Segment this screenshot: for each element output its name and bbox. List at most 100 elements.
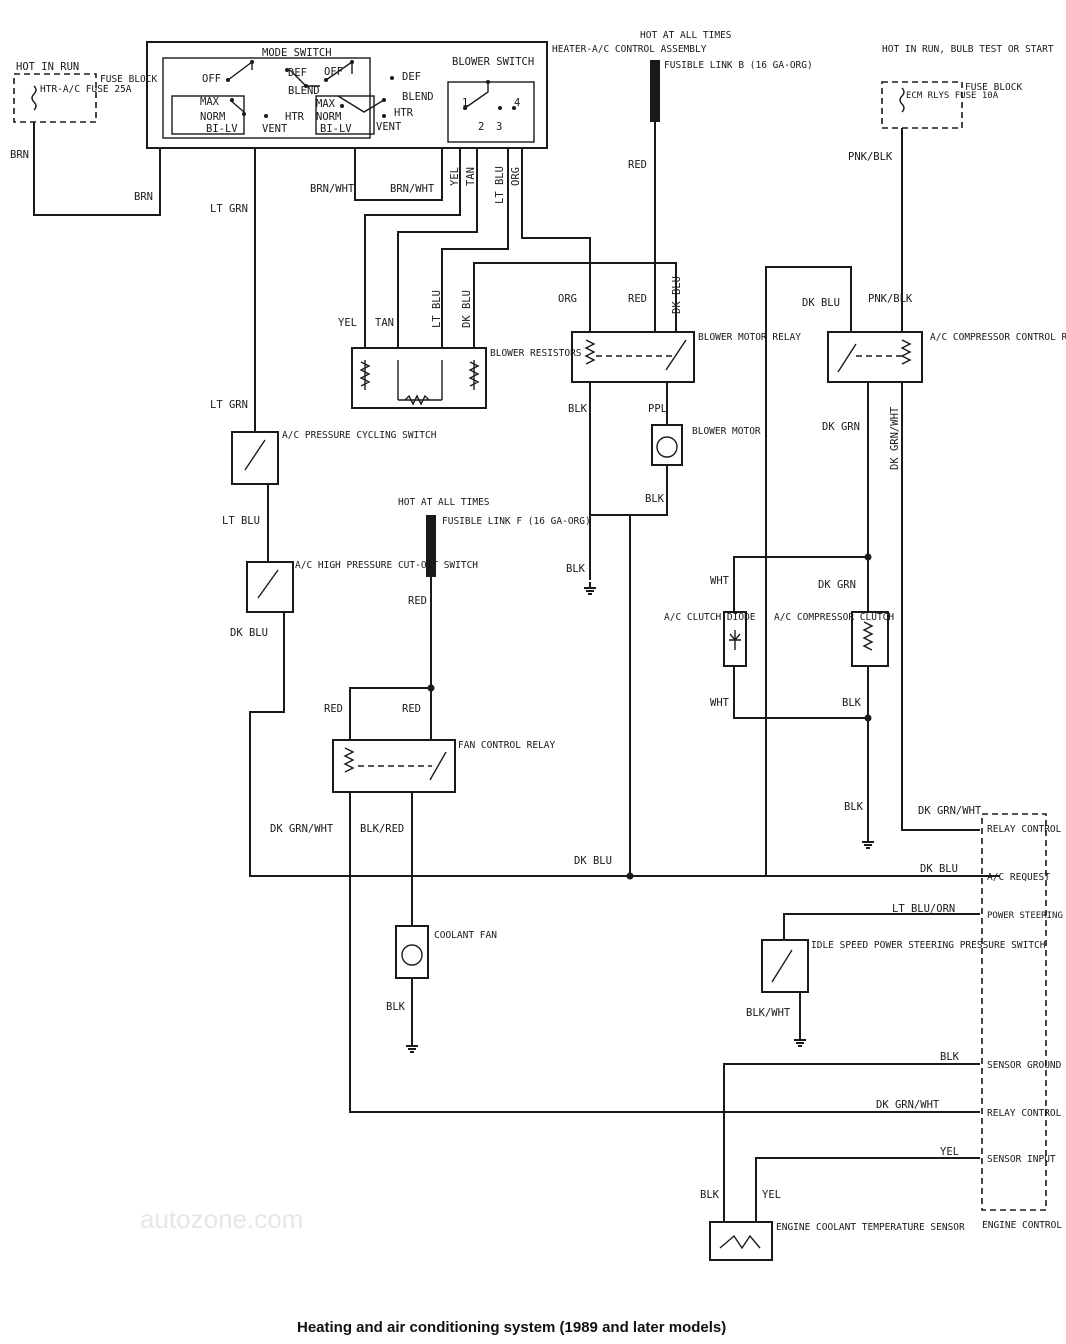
blower-motor-label: BLOWER MOTOR bbox=[692, 426, 761, 437]
pos-1: 1 bbox=[462, 97, 468, 109]
wire-org-v: ORG bbox=[510, 167, 522, 186]
mode-switch-label: MODE SWITCH bbox=[262, 47, 332, 59]
wire-blk-1: BLK bbox=[568, 403, 588, 415]
wire-red-1: RED bbox=[628, 159, 647, 171]
wire-ltgrn-2: LT GRN bbox=[210, 399, 248, 411]
coolant-fan-label: COOLANT FAN bbox=[434, 930, 497, 941]
hot-at-all-times-b: HOT AT ALL TIMES bbox=[640, 30, 732, 41]
ecm-pin-relay-control-2: RELAY CONTROL bbox=[987, 1108, 1062, 1119]
wire-blk-6: BLK bbox=[386, 1001, 406, 1013]
fuse-block-label-2: FUSE BLOCK bbox=[965, 82, 1022, 93]
ac-comp-clutch-label: A/C COMPRESSOR CLUTCH bbox=[774, 612, 894, 623]
wire-red-4: RED bbox=[324, 703, 343, 715]
pos-vent-2: VENT bbox=[376, 121, 402, 133]
pos-2: 2 bbox=[478, 121, 484, 133]
ecm-pin-sensor-input: SENSOR INPUT bbox=[987, 1154, 1056, 1165]
wire-red-5: RED bbox=[402, 703, 421, 715]
wire-blk-7: BLK bbox=[940, 1051, 960, 1063]
ecm-pin-power-steering: POWER STEERING INPUT bbox=[987, 911, 1066, 921]
pos-off-1: OFF bbox=[202, 73, 221, 85]
wire-ltblu-v2: LT BLU bbox=[431, 290, 443, 328]
wiring bbox=[33, 60, 1047, 1261]
wire-org-2: ORG bbox=[558, 293, 577, 305]
ecm-rlys-fuse-label: ECM RLYS FUSE 10A bbox=[906, 91, 999, 101]
pos-4: 4 bbox=[514, 97, 520, 109]
wire-tan-2: TAN bbox=[375, 317, 394, 329]
wire-yel-2: YEL bbox=[338, 317, 357, 329]
wire-blkred: BLK/RED bbox=[360, 823, 404, 835]
wire-dkblu-v1: DK BLU bbox=[461, 290, 473, 328]
wire-wht-2: WHT bbox=[710, 697, 730, 709]
ac-clutch-diode-label: A/C CLUTCH DIODE bbox=[664, 612, 756, 623]
ecm-pins: RELAY CONTROL A/C REQUEST POWER STEERING… bbox=[987, 824, 1066, 1165]
blower-resistors-label: BLOWER RESISTORS bbox=[490, 348, 582, 359]
wire-red-2: RED bbox=[628, 293, 647, 305]
fuse-block-left: HOT IN RUN FUSE BLOCK HTR-A/C FUSE 25A bbox=[13, 61, 157, 123]
wire-dkblu-v2: DK BLU bbox=[671, 276, 683, 314]
fusible-link-f-label: FUSIBLE LINK F (16 GA-ORG) bbox=[442, 516, 591, 527]
wire-ltbluorn: LT BLU/ORN bbox=[892, 903, 955, 915]
hot-in-run-label: HOT IN RUN bbox=[16, 61, 79, 73]
wire-blkwht: BLK/WHT bbox=[746, 1007, 791, 1019]
pos-htr-2: HTR bbox=[394, 107, 414, 119]
wire-ltblu-3: LT BLU bbox=[222, 515, 260, 527]
pos-3: 3 bbox=[496, 121, 502, 133]
wire-dkblu-5: DK BLU bbox=[574, 855, 612, 867]
wire-tan-v: TAN bbox=[465, 167, 477, 186]
pos-htr-1: HTR bbox=[285, 111, 305, 123]
figure-caption: Heating and air conditioning system (198… bbox=[297, 1319, 726, 1336]
wire-blk-5: BLK bbox=[844, 801, 864, 813]
wire-brnwht-1: BRN/WHT bbox=[310, 183, 355, 195]
pos-norm-2: NORM bbox=[316, 111, 341, 123]
pos-blend-1: BLEND bbox=[288, 85, 320, 97]
wire-brnwht-2: BRN/WHT bbox=[390, 183, 435, 195]
pos-max-1: MAX bbox=[200, 96, 220, 108]
wire-dkgrn-2: DK GRN bbox=[818, 579, 856, 591]
wire-dkgrnwht-3: DK GRN/WHT bbox=[876, 1099, 940, 1111]
ecm-pin-relay-control-1: RELAY CONTROL bbox=[987, 824, 1062, 835]
wire-labels: BRN BRN LT GRN LT GRN BRN/WHT BRN/WHT YE… bbox=[10, 149, 982, 1201]
wire-wht-1: WHT bbox=[710, 575, 730, 587]
blower-switch-label: BLOWER SWITCH bbox=[452, 56, 534, 68]
wire-yel-3: YEL bbox=[940, 1146, 959, 1158]
wire-brn-2: BRN bbox=[134, 191, 153, 203]
ac-pressure-cycling-label: A/C PRESSURE CYCLING SWITCH bbox=[282, 430, 437, 441]
pos-bilv-2: BI-LV bbox=[320, 123, 352, 135]
pos-bilv-1: BI-LV bbox=[206, 123, 238, 135]
ac-comp-relay-label: A/C COMPRESSOR CONTROL RELAY bbox=[930, 332, 1066, 343]
pos-def-2: DEF bbox=[402, 71, 421, 83]
idle-speed-label: IDLE SPEED POWER STEERING PRESSURE SWITC… bbox=[811, 940, 1046, 951]
ecm-label: ENGINE CONTROL MODULE bbox=[982, 1220, 1066, 1231]
fusible-link-b-label: FUSIBLE LINK B (16 GA-ORG) bbox=[664, 60, 813, 71]
pos-def-1: DEF bbox=[288, 67, 307, 79]
hot-run-bulb-start-label: HOT IN RUN, BULB TEST OR START bbox=[882, 44, 1054, 55]
fuse-block-label-1: FUSE BLOCK bbox=[100, 74, 157, 85]
ecm-pin-sensor-ground: SENSOR GROUND bbox=[987, 1060, 1062, 1071]
wire-pnkblk-2: PNK/BLK bbox=[868, 293, 913, 305]
ect-sensor-label: ENGINE COOLANT TEMPERATURE SENSOR bbox=[776, 1222, 965, 1233]
wire-ltblu-v1: LT BLU bbox=[494, 166, 506, 204]
wire-blk-3: BLK bbox=[566, 563, 586, 575]
wire-ltgrn-1: LT GRN bbox=[210, 203, 248, 215]
pos-norm-1: NORM bbox=[200, 111, 225, 123]
pos-off-2: OFF bbox=[324, 66, 343, 78]
wire-yel-4: YEL bbox=[762, 1189, 781, 1201]
wire-pnkblk-1: PNK/BLK bbox=[848, 151, 893, 163]
heater-ac-control-assembly: HEATER-A/C CONTROL ASSEMBLY MODE SWITCH … bbox=[146, 41, 707, 154]
pos-max-2: MAX bbox=[316, 98, 336, 110]
watermark: autozone.com bbox=[140, 1204, 303, 1234]
wire-red-3: RED bbox=[408, 595, 427, 607]
pos-blend-2: BLEND bbox=[402, 91, 434, 103]
wire-dkblu-4: DK BLU bbox=[230, 627, 268, 639]
htr-ac-fuse-label: HTR-A/C FUSE 25A bbox=[40, 84, 132, 95]
wire-dkblu-3: DK BLU bbox=[802, 297, 840, 309]
ecm-pin-ac-request: A/C REQUEST bbox=[987, 872, 1050, 883]
wire-dkgrn-1: DK GRN bbox=[822, 421, 860, 433]
wire-yel-v: YEL bbox=[449, 167, 461, 186]
blower-motor-relay-label: BLOWER MOTOR RELAY bbox=[698, 332, 801, 343]
wire-dkgrnwht-v: DK GRN/WHT bbox=[889, 406, 901, 470]
wire-ppl: PPL bbox=[648, 403, 667, 415]
fan-control-relay-label: FAN CONTROL RELAY bbox=[458, 740, 556, 751]
component-labels: BLOWER RESISTORS BLOWER MOTOR RELAY BLOW… bbox=[282, 30, 1066, 1233]
